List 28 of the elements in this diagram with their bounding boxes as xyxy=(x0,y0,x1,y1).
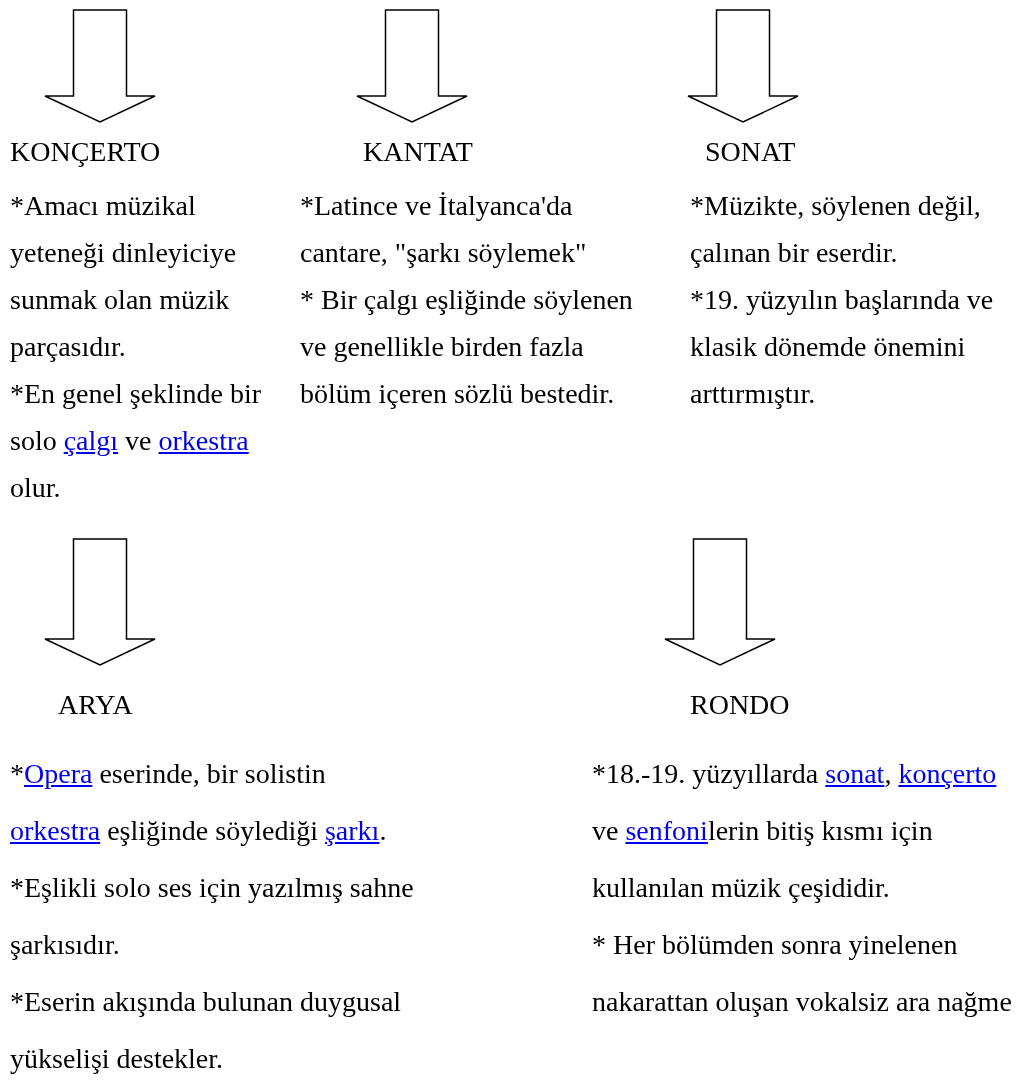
heading: RONDO xyxy=(690,688,790,722)
paragraph: *Eserin akışında bulunan duygusal yükselişi destekler. xyxy=(10,985,403,1076)
link: çalgı xyxy=(63,425,119,456)
link: senfoni xyxy=(625,815,708,846)
link: orkestra xyxy=(158,425,249,456)
heading: SONAT xyxy=(705,135,796,169)
paragraph: * Bir çalgı eşliğinde söylenen ve genellikle birden fazla bölüm içeren sözlü bestedir. xyxy=(300,283,634,411)
heading: KONÇERTO xyxy=(10,135,161,169)
paragraph: *Amacı müzikal yeteneği dinleyiciye sunmak olan müzik parçasıdır. xyxy=(10,189,238,364)
link: orkestra xyxy=(10,815,101,846)
paragraph: *Latince ve İtalyanca'da cantare, "şarkı söylemek" xyxy=(300,189,588,270)
paragraph: *En genel şeklinde bir solo çalgı ve orkestra olur. xyxy=(10,377,263,505)
link: şarkı xyxy=(324,815,380,846)
heading: ARYA xyxy=(58,688,133,722)
down-arrow xyxy=(687,9,799,123)
paragraph: *19. yüzyılın başlarında ve klasik dönemde önemini arttırmıştır. xyxy=(690,283,995,411)
down-arrow xyxy=(664,538,776,666)
paragraph: * Her bölümden sonra yinelenen nakarattan oluşan vokalsiz ara nağme xyxy=(592,928,1013,1019)
down-arrow xyxy=(44,9,156,123)
down-arrow xyxy=(44,538,156,666)
down-arrow xyxy=(356,9,468,123)
paragraph: *Müzikte, söylenen değil, çalınan bir eserdir. xyxy=(690,189,982,270)
paragraph: *Eşlikli solo ses için yazılmış sahne şarkısıdır. xyxy=(10,871,415,962)
paragraph: *Opera eserinde, bir solistin orkestra eşliğinde söylediği şarkı. xyxy=(10,757,388,848)
link: konçerto xyxy=(898,758,997,789)
paragraph: *18.-19. yüzyıllarda sonat, konçerto ve senfonilerin bitiş kısmı için kullanılan müzik çeşididir. xyxy=(592,757,998,905)
link: Opera xyxy=(24,758,93,789)
heading: KANTAT xyxy=(363,135,473,169)
